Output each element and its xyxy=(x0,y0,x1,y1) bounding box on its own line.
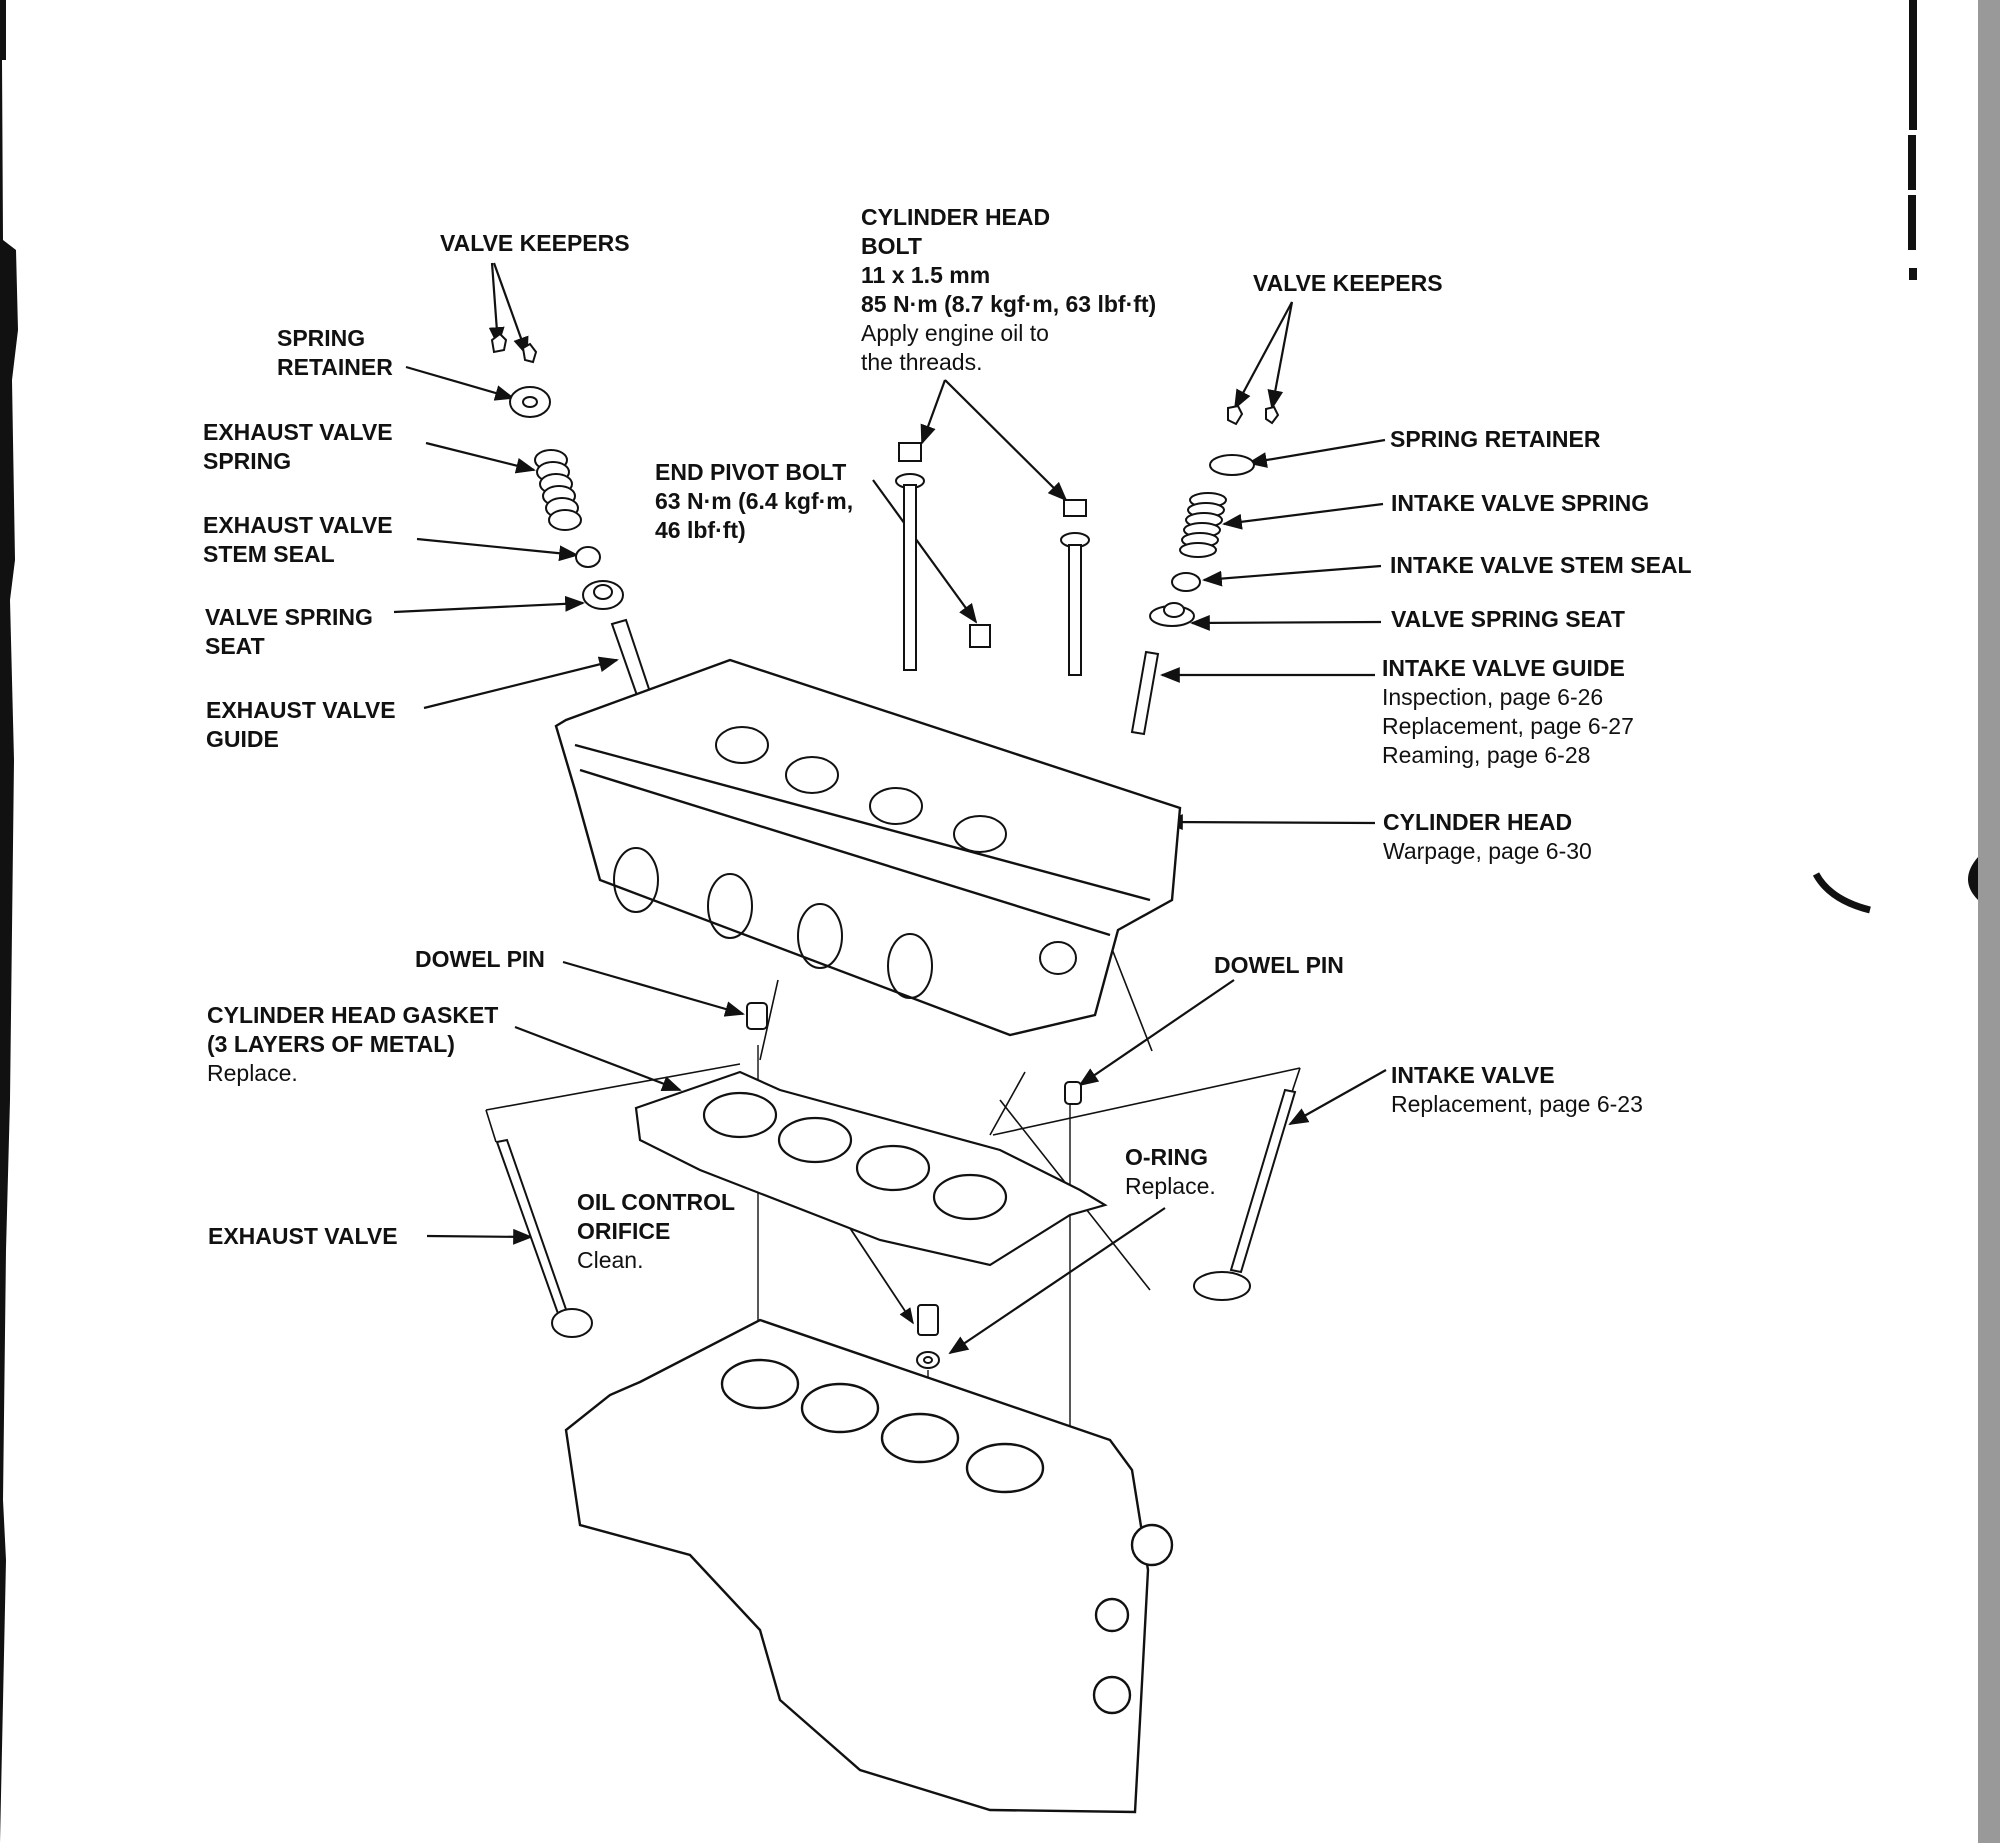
label-valve-spring-seat-right: VALVE SPRING SEAT xyxy=(1391,606,1625,632)
label-exhaust-valve: EXHAUST VALVE xyxy=(208,1223,398,1249)
label-valve-keepers-left: VALVE KEEPERS xyxy=(440,230,630,256)
label-intake-valve: INTAKE VALVE Replacement, page 6-23 xyxy=(1391,1062,1643,1117)
label-oil-control-orifice: OIL CONTROL ORIFICE Clean. xyxy=(577,1189,736,1273)
label-intake-valve-guide: INTAKE VALVE GUIDE Inspection, page 6-26… xyxy=(1382,655,1634,768)
label-intake-valve-spring: INTAKE VALVE SPRING xyxy=(1391,490,1650,516)
label-exhaust-valve-stem-seal: EXHAUST VALVE STEM SEAL xyxy=(203,512,393,567)
orifice-oring xyxy=(916,1304,940,1369)
scan-edge-left xyxy=(0,0,20,1843)
leader-lines-right xyxy=(837,301,1387,1355)
label-cylinder-head-bolt: CYLINDER HEAD BOLT 11 x 1.5 mm 85 N·m (8… xyxy=(861,204,1157,375)
label-o-ring: O-RING Replace. xyxy=(1125,1144,1216,1199)
intake-parts xyxy=(1130,404,1280,736)
label-cylinder-head-gasket: CYLINDER HEAD GASKET (3 LAYERS OF METAL)… xyxy=(207,1002,499,1086)
scan-mark-2 xyxy=(1968,857,1978,900)
label-dowel-pin-left: DOWEL PIN xyxy=(415,946,545,972)
cylinder-head-drawing xyxy=(554,658,1182,1037)
label-exhaust-valve-spring: EXHAUST VALVE SPRING xyxy=(203,419,393,474)
label-intake-valve-stem-seal: INTAKE VALVE STEM SEAL xyxy=(1390,552,1692,578)
label-valve-keepers-right: VALVE KEEPERS xyxy=(1253,270,1443,296)
valves xyxy=(495,1088,1297,1338)
scan-gray-edge xyxy=(1978,0,2000,1843)
exhaust-parts xyxy=(490,332,654,706)
dowel-pins xyxy=(746,1002,1082,1105)
label-valve-spring-seat-left: VALVE SPRING SEAT xyxy=(205,604,373,659)
bolts xyxy=(895,442,1090,676)
label-end-pivot-bolt: END PIVOT BOLT 63 N·m (6.4 kgf·m, 46 lbf… xyxy=(655,459,854,543)
label-spring-retainer-right: SPRING RETAINER xyxy=(1390,426,1601,452)
label-dowel-pin-right: DOWEL PIN xyxy=(1214,952,1344,978)
label-exhaust-valve-guide: EXHAUST VALVE GUIDE xyxy=(206,697,396,752)
scan-mark xyxy=(1812,872,1871,914)
engine-block-drawing xyxy=(564,1318,1174,1814)
label-cylinder-head: CYLINDER HEAD Warpage, page 6-30 xyxy=(1383,809,1592,864)
head-gasket-drawing xyxy=(634,1070,1108,1267)
label-spring-retainer-left: SPRING RETAINER xyxy=(277,325,393,380)
